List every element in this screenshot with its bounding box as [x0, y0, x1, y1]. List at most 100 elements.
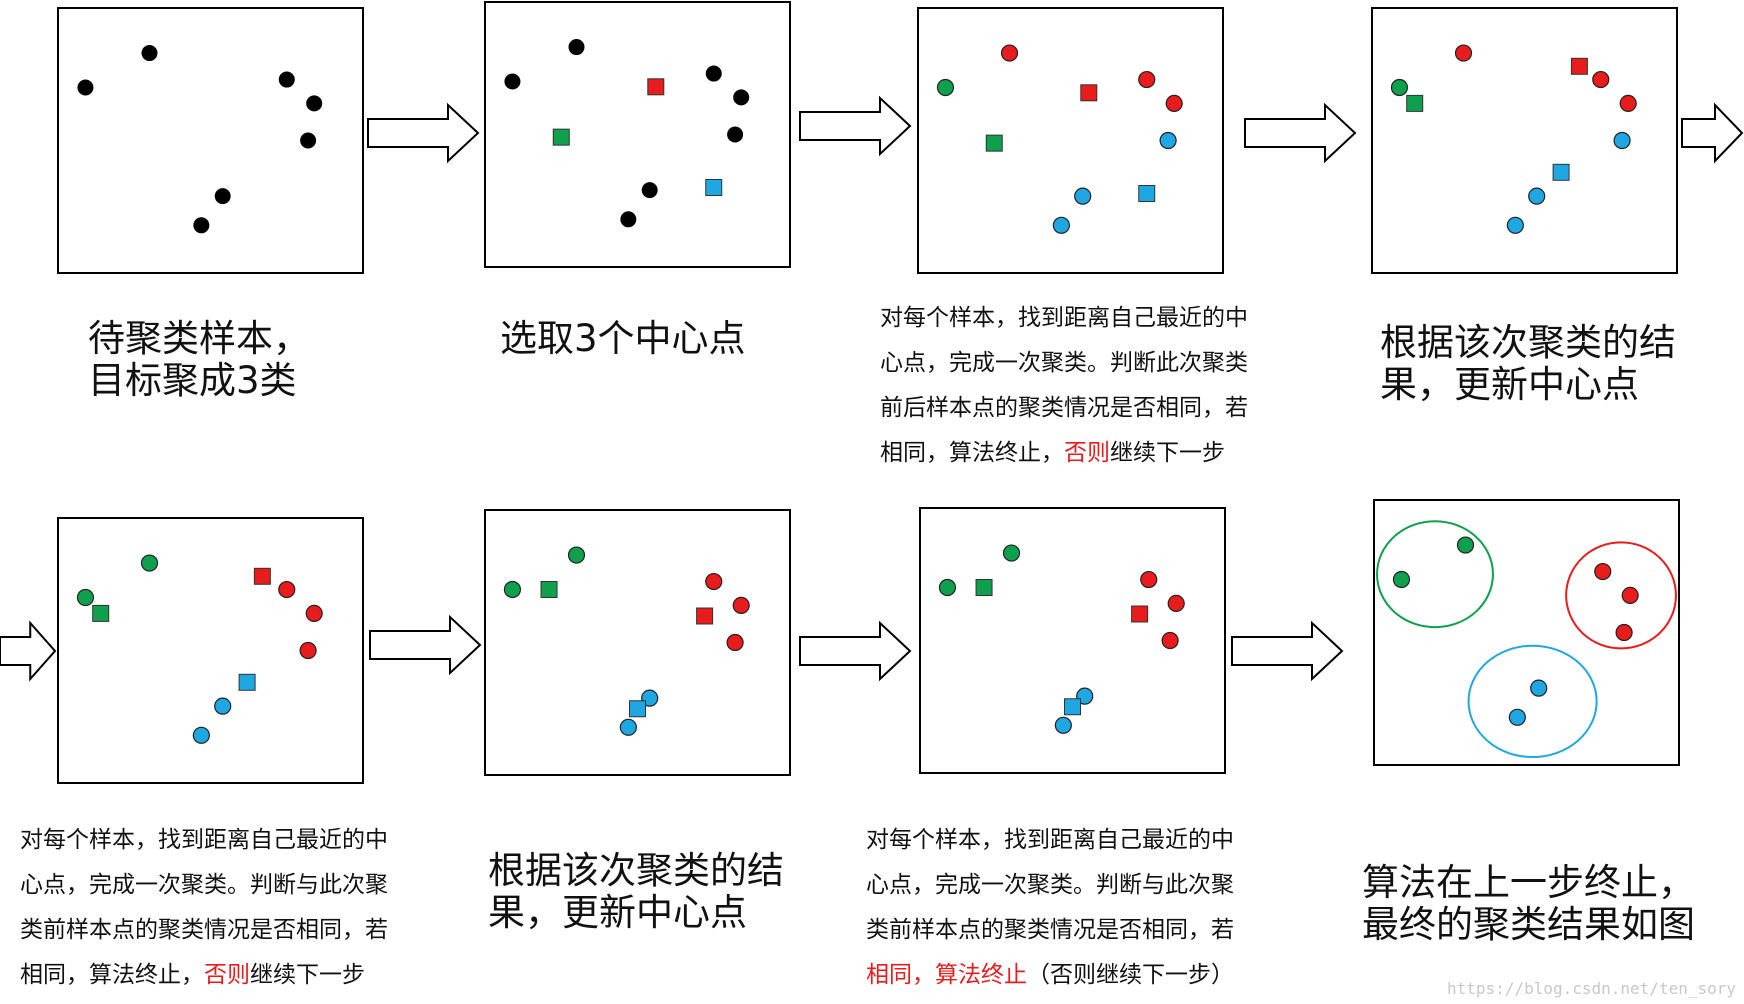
flow-arrow-4 — [1681, 102, 1744, 164]
sample-point-red — [1615, 623, 1633, 642]
sample-point-red — [732, 596, 750, 615]
sample-point-red — [1454, 44, 1473, 62]
panel-3 — [917, 7, 1224, 274]
caption-step-5: 对每个样本，找到距离自己最近的中 心点，完成一次聚类。判断与此次聚 类前样本点的… — [20, 827, 388, 988]
sample-point-green — [1002, 544, 1021, 562]
sample-point-black — [504, 73, 521, 90]
center-square-green — [985, 134, 1003, 152]
watermark: https://blog.csdn.net/ten_sory — [1447, 979, 1736, 998]
center-square-green — [92, 604, 110, 622]
panel-7 — [919, 507, 1226, 774]
center-square-red — [696, 607, 714, 625]
sample-point-green — [1390, 78, 1409, 97]
center-square-green — [1406, 94, 1424, 112]
sample-point-red — [1165, 94, 1183, 113]
panel-1 — [57, 7, 364, 274]
sample-point-blue — [1613, 131, 1631, 150]
panel-4 — [1371, 7, 1678, 274]
sample-point-red — [1000, 44, 1019, 62]
sample-point-green — [1392, 570, 1411, 589]
sample-point-green — [938, 578, 957, 597]
sample-point-red — [1621, 586, 1639, 605]
center-square-red — [1570, 57, 1588, 75]
center-square-blue — [1552, 163, 1570, 181]
flow-arrow-2 — [799, 95, 912, 157]
flow-arrow-6 — [369, 614, 482, 676]
caption-step-2: 选取3个中心点 — [500, 317, 746, 360]
center-square-blue — [1064, 698, 1081, 716]
sample-point-red — [305, 604, 323, 623]
flow-arrow-3 — [1244, 102, 1357, 164]
caption-step-4: 根据该次聚类的结 果，更新中心点 — [1380, 321, 1676, 406]
sample-point-blue — [214, 697, 232, 715]
caption-step-1: 待聚类样本， 目标聚成3类 — [88, 317, 310, 402]
sample-point-red — [1167, 594, 1185, 613]
sample-point-black — [214, 188, 231, 205]
sample-point-blue — [1530, 679, 1548, 697]
flow-arrow-7 — [799, 620, 912, 682]
sample-point-red — [1594, 562, 1612, 581]
sample-point-black — [620, 211, 637, 228]
sample-point-blue — [1506, 216, 1524, 234]
flow-arrow-5 — [0, 620, 57, 682]
panel-2 — [484, 1, 791, 268]
sample-point-black — [568, 39, 585, 56]
cluster-ellipse-green — [1376, 520, 1494, 629]
sample-point-blue — [1052, 216, 1070, 234]
sample-point-black — [733, 89, 750, 106]
flow-arrow-8 — [1231, 620, 1344, 682]
sample-point-green — [140, 554, 159, 572]
sample-point-blue — [192, 726, 210, 744]
sample-point-green — [567, 546, 586, 564]
center-square-blue — [1138, 185, 1156, 202]
center-square-blue — [705, 179, 723, 196]
sample-point-blue — [1159, 131, 1177, 150]
sample-point-red — [705, 572, 723, 591]
sample-point-blue — [1508, 708, 1526, 726]
center-square-red — [253, 567, 271, 585]
sample-point-red — [299, 641, 317, 660]
sample-point-red — [1619, 94, 1637, 113]
sample-point-red — [1138, 70, 1156, 89]
sample-point-black — [141, 45, 158, 62]
sample-point-blue — [1054, 716, 1072, 734]
caption-step-7: 对每个样本，找到距离自己最近的中 心点，完成一次聚类。判断与此次聚 类前样本点的… — [866, 827, 1234, 988]
sample-point-black — [641, 182, 658, 199]
panel-8 — [1373, 499, 1680, 766]
center-square-green — [975, 579, 993, 596]
sample-point-red — [726, 633, 744, 652]
sample-point-green — [1456, 536, 1475, 554]
center-square-blue — [629, 700, 646, 718]
center-square-red — [1080, 84, 1098, 102]
sample-point-black — [77, 79, 94, 96]
sample-point-blue — [1528, 187, 1546, 205]
caption-step-3: 对每个样本，找到距离自己最近的中 心点，完成一次聚类。判断此次聚类 前后样本点的… — [880, 305, 1248, 466]
caption-step-8: 算法在上一步终止， 最终的聚类结果如图 — [1362, 861, 1695, 946]
caption-step-6: 根据该次聚类的结 果，更新中心点 — [488, 849, 784, 934]
center-square-red — [647, 78, 665, 96]
flow-arrow-1 — [367, 102, 480, 164]
sample-point-red — [278, 580, 296, 599]
sample-point-black — [306, 95, 323, 112]
sample-point-black — [193, 217, 210, 234]
sample-point-green — [936, 78, 955, 97]
center-square-blue — [238, 673, 256, 691]
center-square-green — [552, 128, 570, 146]
cluster-ellipse-red — [1565, 541, 1677, 650]
sample-point-red — [1161, 631, 1179, 650]
panel-5 — [57, 517, 364, 784]
panel-6 — [484, 509, 791, 776]
sample-point-blue — [1074, 187, 1092, 205]
sample-point-black — [300, 132, 317, 149]
sample-point-red — [1592, 70, 1610, 89]
sample-point-red — [1140, 570, 1158, 589]
center-square-red — [1131, 605, 1149, 623]
sample-point-black — [278, 71, 295, 88]
sample-point-black — [727, 126, 744, 143]
sample-point-blue — [619, 718, 637, 736]
sample-point-green — [503, 580, 522, 599]
sample-point-black — [705, 65, 722, 82]
center-square-green — [540, 581, 558, 598]
cluster-ellipse-blue — [1467, 644, 1598, 759]
